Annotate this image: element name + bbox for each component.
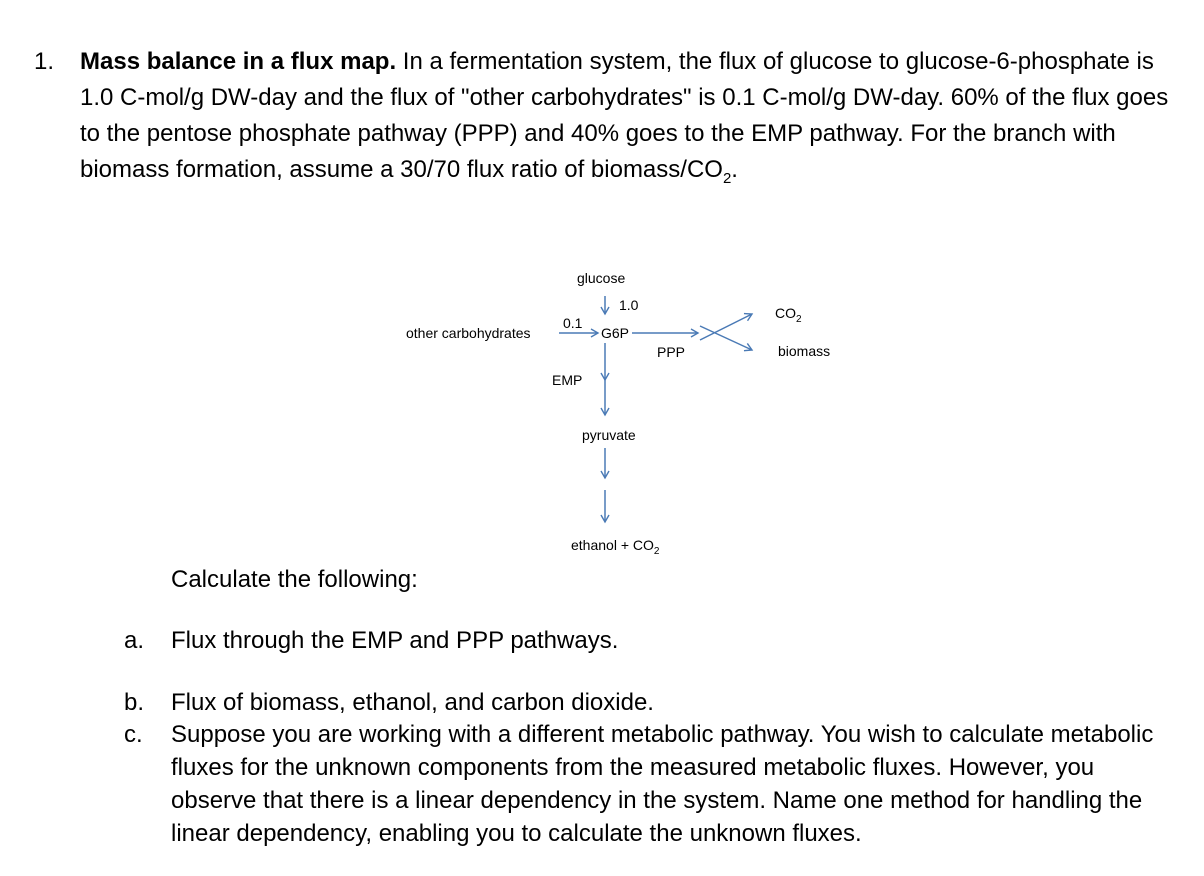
subquestion-b-text: Flux of biomass, ethanol, and carbon dio… xyxy=(171,689,654,716)
flux-arrows xyxy=(559,296,754,524)
co2-label: CO2 xyxy=(775,305,802,325)
subquestion-b-letter: b. xyxy=(124,689,145,716)
question-title: Mass balance in a flux map. xyxy=(80,48,397,75)
question-body-end: . xyxy=(731,156,738,183)
other-carbs-label: other carbohydrates xyxy=(406,325,531,341)
emp-label: EMP xyxy=(552,372,582,388)
other-carbs-flux-label: 0.1 xyxy=(563,315,583,331)
subquestion-a-letter: a. xyxy=(124,627,145,654)
question-number: 1. xyxy=(34,48,55,75)
subquestion-c-letter: c. xyxy=(124,721,143,748)
branch-to-biomass-arrow xyxy=(699,325,754,352)
calculate-heading: Calculate the following: xyxy=(171,566,418,593)
pyruvate-label: pyruvate xyxy=(582,427,636,443)
subquestion-a-text: Flux through the EMP and PPP pathways. xyxy=(171,627,619,654)
glucose-label: glucose xyxy=(577,270,625,286)
g6p-label: G6P xyxy=(601,325,629,341)
ethanol-co2-label: ethanol + CO2 xyxy=(571,537,660,557)
subquestion-c-text: Suppose you are working with a different… xyxy=(171,721,1154,847)
branch-to-co2-arrow xyxy=(699,312,754,341)
question-body-subscript: 2 xyxy=(722,169,732,187)
ppp-label: PPP xyxy=(657,344,685,360)
question-text: Mass balance in a flux map. In a ferment… xyxy=(80,44,1190,197)
biomass-label: biomass xyxy=(778,343,830,359)
question-body: In a fermentation system, the flux of gl… xyxy=(80,48,1169,183)
glucose-flux-label: 1.0 xyxy=(619,297,639,313)
